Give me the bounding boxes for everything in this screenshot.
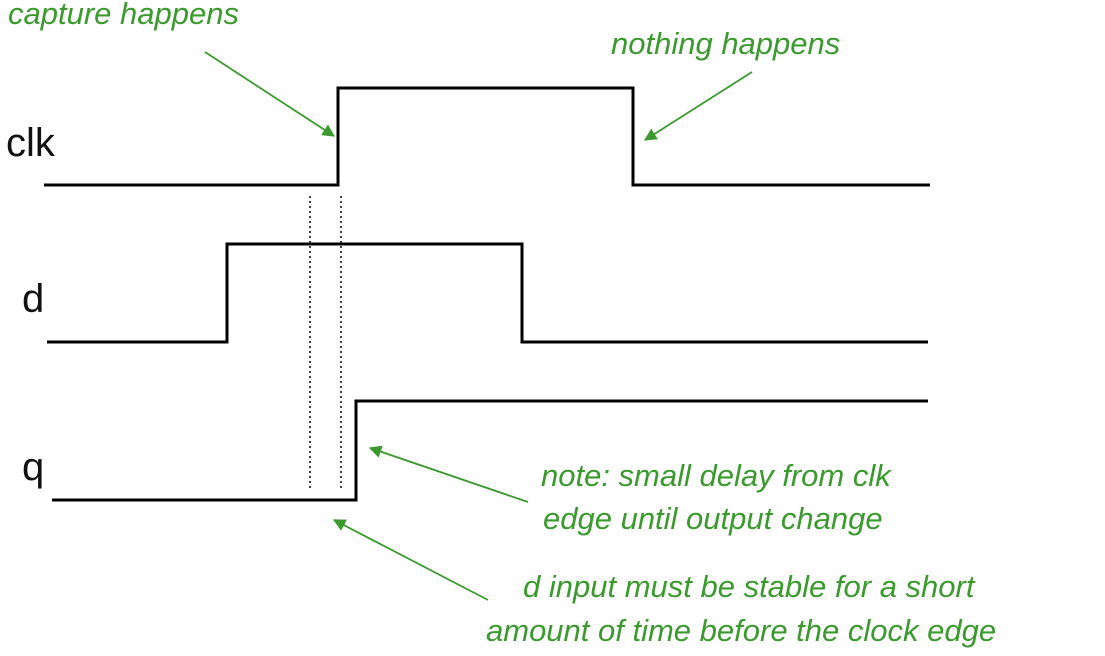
q-waveform bbox=[52, 399, 928, 502]
clk-waveform bbox=[44, 86, 930, 187]
capture-note: capture happens bbox=[8, 0, 239, 31]
clk-signal-label: clk bbox=[6, 121, 56, 165]
delay-note-line1: note: small delay from clk bbox=[541, 458, 892, 493]
d-signal-label: d bbox=[22, 277, 44, 321]
stable-note-line2: amount of time before the clock edge bbox=[486, 613, 996, 648]
delay-arrow bbox=[368, 445, 529, 503]
capture-arrow bbox=[204, 51, 336, 137]
nothing-arrow bbox=[643, 71, 753, 141]
q-signal-label: q bbox=[22, 445, 44, 489]
delay-note-line2: edge until output change bbox=[543, 501, 883, 536]
stable-note-line1: d input must be stable for a short bbox=[523, 569, 976, 604]
stable-arrow bbox=[332, 519, 489, 601]
nothing-note: nothing happens bbox=[611, 26, 840, 61]
d-waveform bbox=[47, 242, 928, 344]
